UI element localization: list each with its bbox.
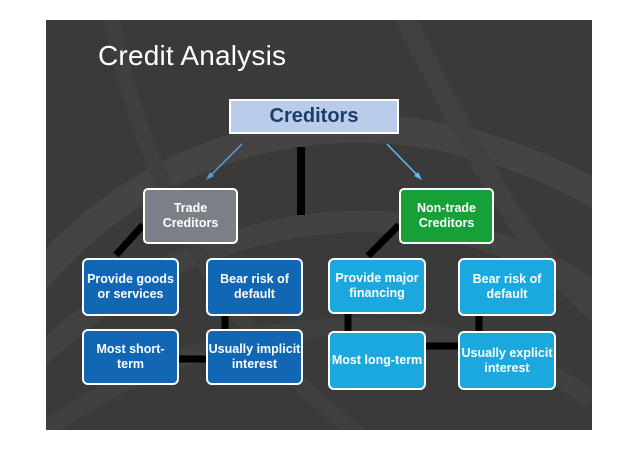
link-nontrade-diagonal <box>365 222 402 259</box>
node-nontrade-most-long-term: Most long-term <box>328 331 426 390</box>
node-trade-implicit-interest: Usually implicit interest <box>206 329 303 385</box>
slide: Credit Analysis Creditors Trade Creditor… <box>46 20 592 430</box>
center-divider <box>297 147 305 215</box>
arrow-to-trade <box>208 143 243 178</box>
arrow-to-nontrade <box>386 143 420 178</box>
arrow-head-trade-icon <box>206 172 214 180</box>
node-trade-bear-risk: Bear risk of default <box>206 258 303 316</box>
slide-title: Credit Analysis <box>98 40 287 71</box>
arrow-head-nontrade-icon <box>414 172 422 180</box>
root-node-creditors: Creditors <box>229 99 399 134</box>
connectors <box>113 143 483 363</box>
node-nontrade-provide-financing: Provide major financing <box>328 258 426 314</box>
node-trade-most-short-term: Most short-term <box>82 329 179 385</box>
node-trade-provide-goods: Provide goods or services <box>82 258 179 316</box>
node-nontrade-explicit-interest: Usually explicit interest <box>458 331 556 390</box>
link-trade-diagonal <box>113 222 146 258</box>
node-trade-creditors: Trade Creditors <box>143 188 238 244</box>
node-nontrade-bear-risk: Bear risk of default <box>458 258 556 316</box>
node-nontrade-creditors: Non-trade Creditors <box>399 188 494 244</box>
